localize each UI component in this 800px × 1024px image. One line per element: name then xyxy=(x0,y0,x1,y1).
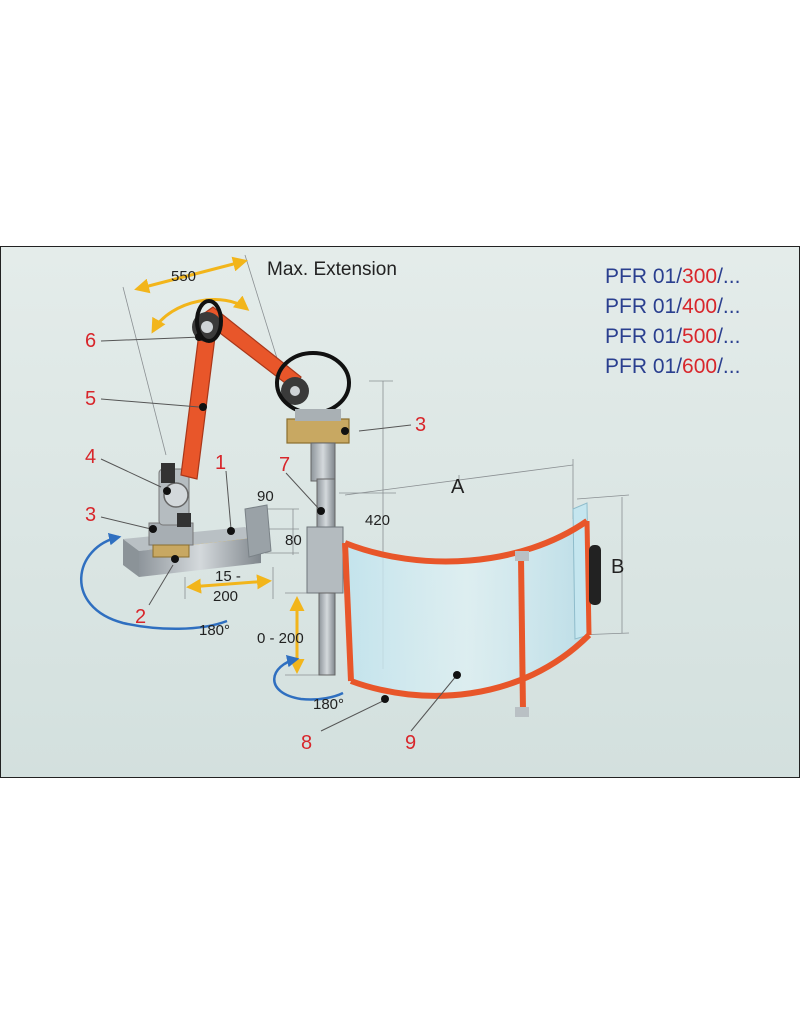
height-adjust-dimension: 0 - 200 xyxy=(257,630,304,647)
dimension-420: 420 xyxy=(365,512,390,529)
slide-dimension-line1: 15 - xyxy=(215,568,241,585)
base-mount xyxy=(123,463,272,577)
slide-dimension-line2: 200 xyxy=(213,588,238,605)
diagram-title: Max. Extension xyxy=(267,259,397,280)
part-label-5: 5 xyxy=(85,388,96,410)
extension-dimension: 550 xyxy=(171,268,196,285)
model-line: PFR 01/500/... xyxy=(605,325,740,348)
model-list: PFR 01/300/... PFR 01/400/... PFR 01/500… xyxy=(605,265,740,378)
width-label: A xyxy=(451,476,465,498)
vertical-column xyxy=(306,442,344,676)
articulated-arm-diagram: Max. Extension PFR 01/300/... PFR 01/400… xyxy=(1,247,799,777)
rotation-angle-bottom: 180° xyxy=(313,696,344,713)
part-label-3: 3 xyxy=(415,414,426,436)
blue-rotation-arrows xyxy=(80,533,344,701)
model-line: PFR 01/600/... xyxy=(605,355,740,378)
label-leaders xyxy=(100,336,458,732)
part-label-4: 4 xyxy=(85,446,96,468)
model-line: PFR 01/400/... xyxy=(605,295,740,318)
model-line: PFR 01/300/... xyxy=(605,265,740,288)
height-label: B xyxy=(611,556,624,578)
part-label-2: 2 xyxy=(135,606,146,628)
part-label-9: 9 xyxy=(405,732,416,754)
part-markers xyxy=(149,333,461,703)
hose-loop-upper xyxy=(195,299,223,343)
part-label-3: 3 xyxy=(85,504,96,526)
part-label-6: 6 xyxy=(85,330,96,352)
protective-screen xyxy=(342,502,601,717)
part-labels: 1 2 3 3 4 5 6 7 8 9 xyxy=(85,330,426,754)
dimension-labels: 550 15 - 200 180° 180° 90 80 0 - 200 420 xyxy=(171,268,390,713)
rotation-angle-left: 180° xyxy=(199,622,230,639)
part-label-1: 1 xyxy=(215,452,226,474)
articulated-arm xyxy=(180,299,351,480)
part-label-8: 8 xyxy=(301,732,312,754)
dimension-90: 90 xyxy=(257,488,274,505)
diagram-frame: Max. Extension PFR 01/300/... PFR 01/400… xyxy=(0,246,800,778)
dimension-80: 80 xyxy=(285,532,302,549)
part-label-7: 7 xyxy=(279,454,290,476)
